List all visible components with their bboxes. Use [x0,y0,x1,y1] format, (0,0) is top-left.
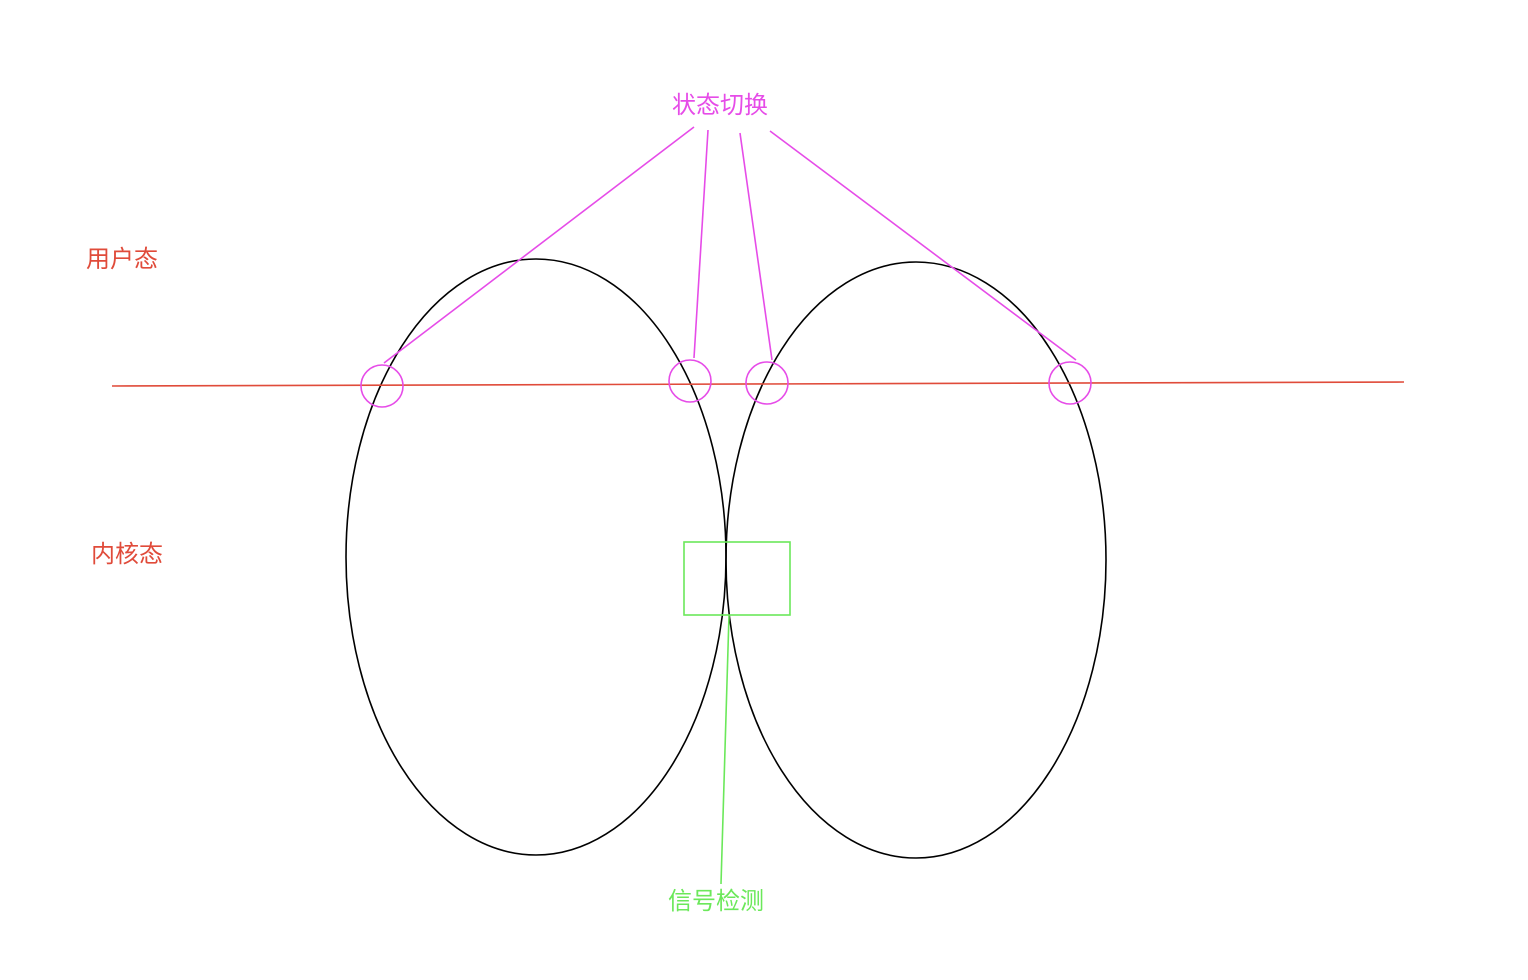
signal-check-connector [720,614,730,885]
right-ellipse [725,261,1107,859]
signal-check-box [683,541,791,616]
state-switch-label: 状态切换 [672,91,768,119]
switch-point-1 [360,364,404,408]
switch-connector-2 [693,129,709,359]
kernel-mode-label: 内核态 [91,540,163,568]
switch-connector-3 [739,132,773,361]
switch-connector-1 [383,126,695,364]
signal-check-label: 信号检测 [668,887,764,915]
switch-point-2 [668,359,712,403]
mode-boundary-line [111,381,1405,387]
switch-point-3 [745,361,789,405]
switch-point-4 [1048,361,1092,405]
switch-connector-4 [769,130,1077,361]
user-mode-label: 用户态 [86,245,158,273]
